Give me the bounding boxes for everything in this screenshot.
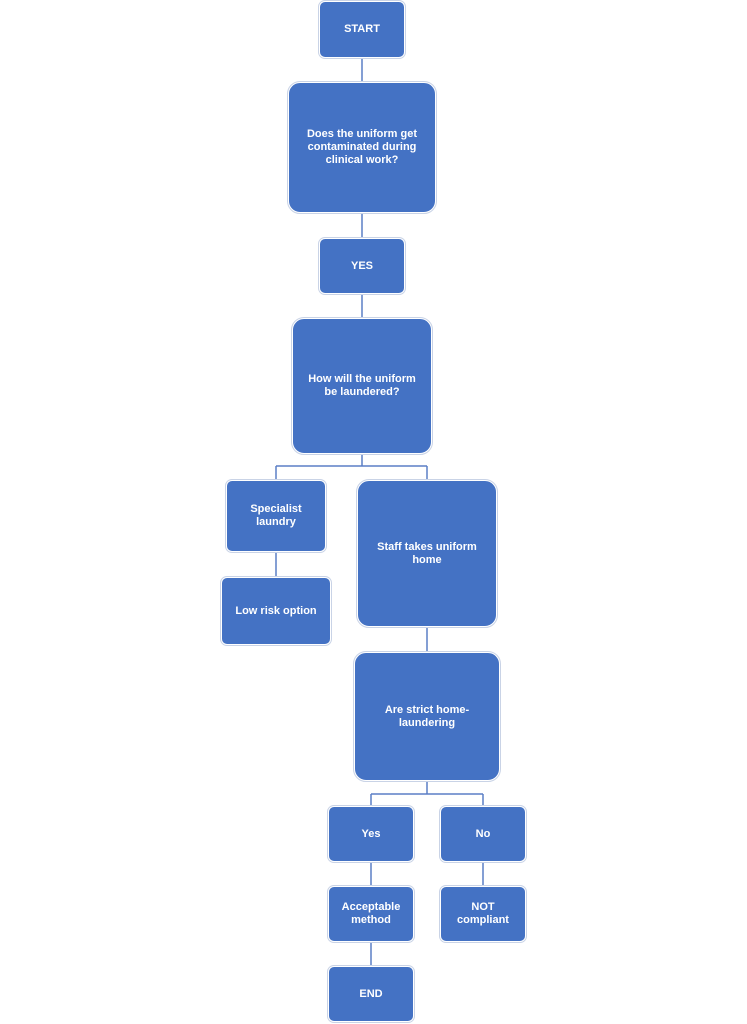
specialist-laundry-node: Specialist laundry — [225, 479, 327, 553]
not-compliant-label: NOT compliant — [457, 901, 509, 926]
specialist-laundry-label: Specialist laundry — [250, 503, 302, 528]
start-label: START — [344, 23, 380, 35]
yes-node: YES — [318, 237, 406, 295]
staff-home-label: Staff takes uniform home — [377, 540, 477, 566]
question-laundered-label: How will the uniform be laundered? — [308, 373, 416, 398]
question-laundered-node: How will the uniform be laundered? — [291, 317, 433, 455]
staff-home-node: Staff takes uniform home — [356, 479, 498, 628]
question-strict-label: Are strict home-laundering — [384, 703, 470, 729]
no-answer-node: No — [439, 805, 527, 863]
not-compliant-node: NOT compliant — [439, 885, 527, 943]
question-strict-node: Are strict home-laundering — [353, 651, 501, 782]
acceptable-method-node: Acceptable method — [327, 885, 415, 943]
no-answer-label: No — [475, 827, 491, 840]
question-contaminated-node: Does the uniform get contaminated during… — [287, 81, 437, 214]
end-node: END — [327, 965, 415, 1023]
yes-answer-label: Yes — [361, 827, 381, 840]
yes-label: YES — [350, 259, 373, 272]
low-risk-label: Low risk option — [235, 604, 317, 617]
low-risk-node: Low risk option — [220, 576, 332, 646]
yes-answer-node: Yes — [327, 805, 415, 863]
end-label: END — [359, 987, 383, 1000]
start-node: START — [318, 0, 406, 59]
question-contaminated-label: Does the uniform get contaminated during… — [306, 128, 417, 166]
acceptable-method-label: Acceptable method — [341, 901, 401, 926]
